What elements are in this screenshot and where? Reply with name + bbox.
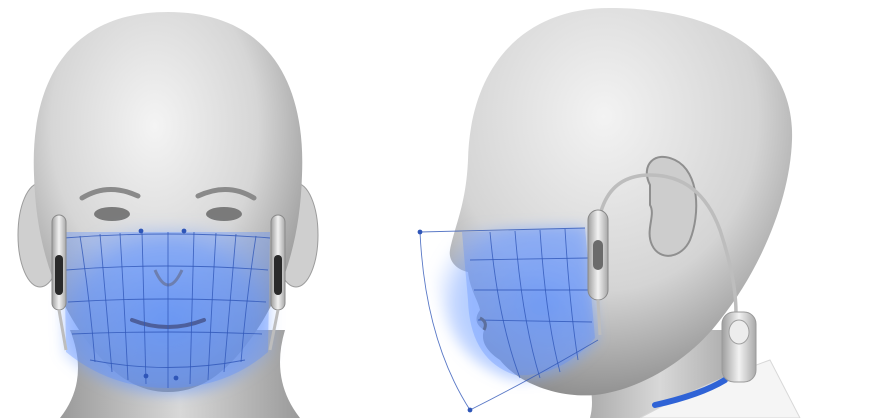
front-mesh-node-bl [144,374,149,379]
side-ear [647,157,696,256]
front-mesh-node-br [174,376,179,381]
side-mesh-node-top [418,230,423,235]
side-view [418,8,800,418]
earpiece-device-left [52,215,66,350]
front-mesh-node-tl [139,229,144,234]
earpiece-device-right [270,215,285,350]
neck-module [722,312,756,382]
front-right-eye [206,207,242,221]
front-left-eye [94,207,130,221]
side-mesh-node-bottom [468,408,473,413]
front-view [18,12,318,418]
front-blue-field-core [64,232,270,388]
front-mesh-node-tr [182,229,187,234]
